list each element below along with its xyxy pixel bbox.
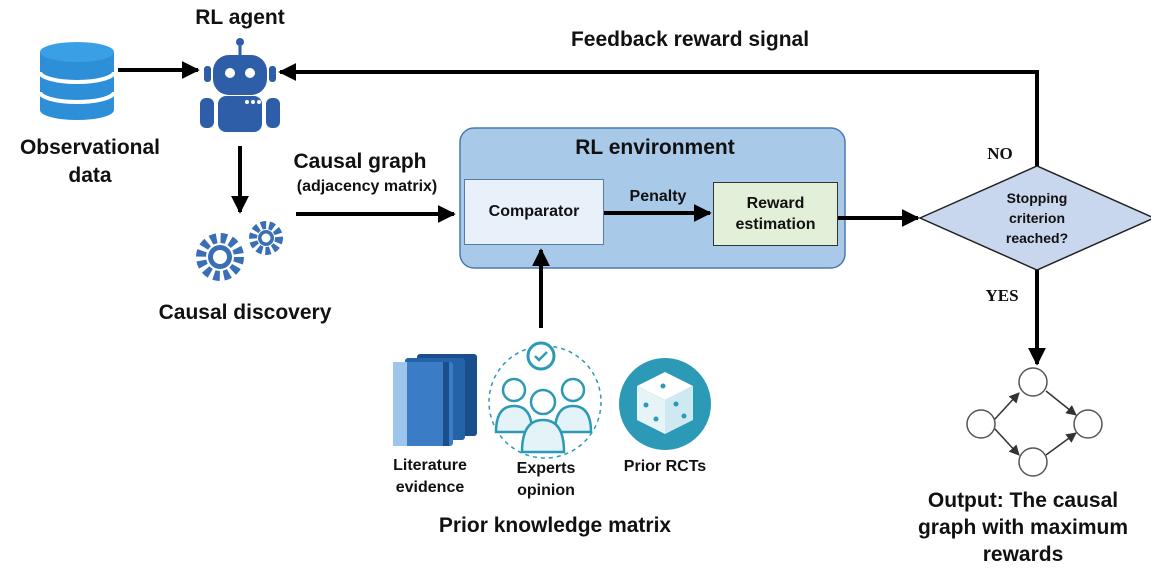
- causal-discovery-label: Causal discovery: [158, 301, 332, 324]
- decision-text: Stopping criterion reached?: [1005, 190, 1069, 246]
- decision-no-label: NO: [987, 144, 1013, 163]
- output-label: Output: The causal graph with maximum re…: [917, 489, 1129, 566]
- penalty-label: Penalty: [629, 188, 687, 205]
- prior-knowledge-label: Prior knowledge matrix: [438, 514, 672, 537]
- books-icon: [393, 354, 477, 446]
- experts-label: Experts opinion: [516, 460, 576, 499]
- environment-title: RL environment: [575, 136, 735, 159]
- literature-label: Literature evidence: [393, 457, 467, 496]
- arrow-feedback-loop: [278, 63, 1039, 166]
- experts-icon: [488, 341, 602, 459]
- robot-icon: [200, 38, 280, 132]
- decision-yes-label: YES: [985, 286, 1019, 305]
- gears-icon: [196, 221, 283, 281]
- database-icon: [38, 42, 116, 120]
- observational-data-label: Observational data: [19, 136, 161, 187]
- rcts-label: Prior RCTs: [623, 458, 707, 475]
- decision-diamond: [918, 165, 1151, 271]
- reward-estimation-box: Reward estimation: [713, 182, 838, 246]
- dice-icon: [619, 358, 711, 450]
- output-graph-icon: [966, 367, 1103, 477]
- feedback-label: Feedback reward signal: [570, 28, 810, 51]
- causal-graph-title: Causal graph: [293, 150, 427, 173]
- causal-graph-subtitle: (adjacency matrix): [296, 178, 438, 195]
- agent-title: RL agent: [195, 6, 285, 29]
- comparator-box: Comparator: [464, 179, 604, 245]
